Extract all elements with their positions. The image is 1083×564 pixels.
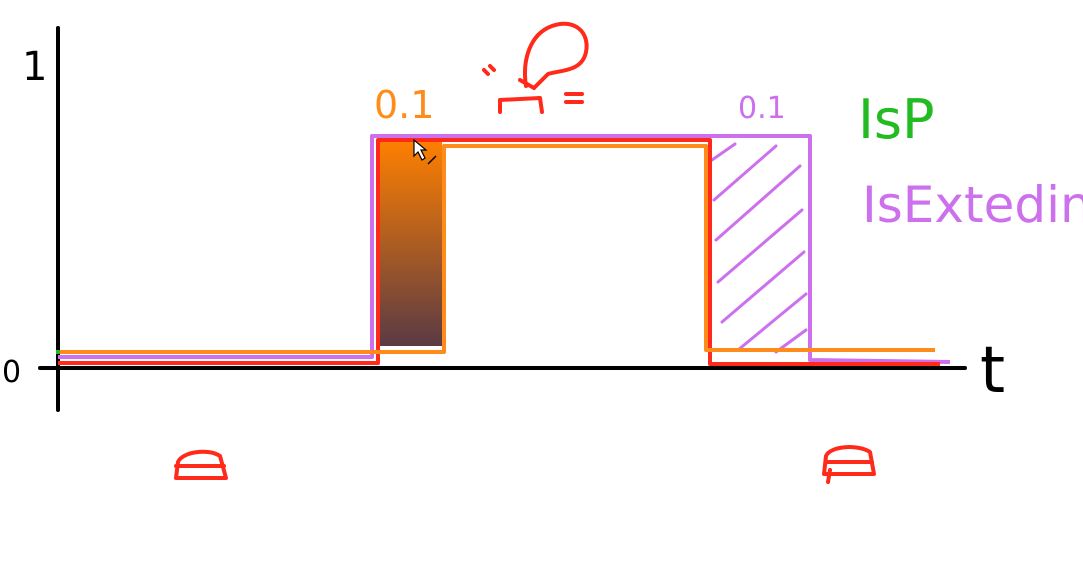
orange-interval-label: 0.1	[374, 83, 434, 127]
y-label-zero: 0	[2, 355, 21, 390]
orange-waveform	[58, 144, 935, 354]
purple-waveform	[58, 134, 951, 364]
press-hand-icon	[482, 21, 589, 114]
legend-isexteding: IsExteding	[862, 176, 1083, 234]
red-waveform	[58, 138, 940, 366]
release-icon-right	[822, 445, 876, 484]
mouse-cursor-icon	[413, 138, 437, 165]
y-label-one: 1	[22, 44, 47, 90]
x-label-t: t	[980, 334, 1005, 408]
extension-hatched-region	[710, 142, 808, 354]
release-icon-left	[174, 449, 228, 480]
delay-shaded-region	[380, 140, 442, 346]
legend-isp: IsP	[858, 88, 935, 151]
purple-interval-label: 0.1	[738, 91, 786, 126]
